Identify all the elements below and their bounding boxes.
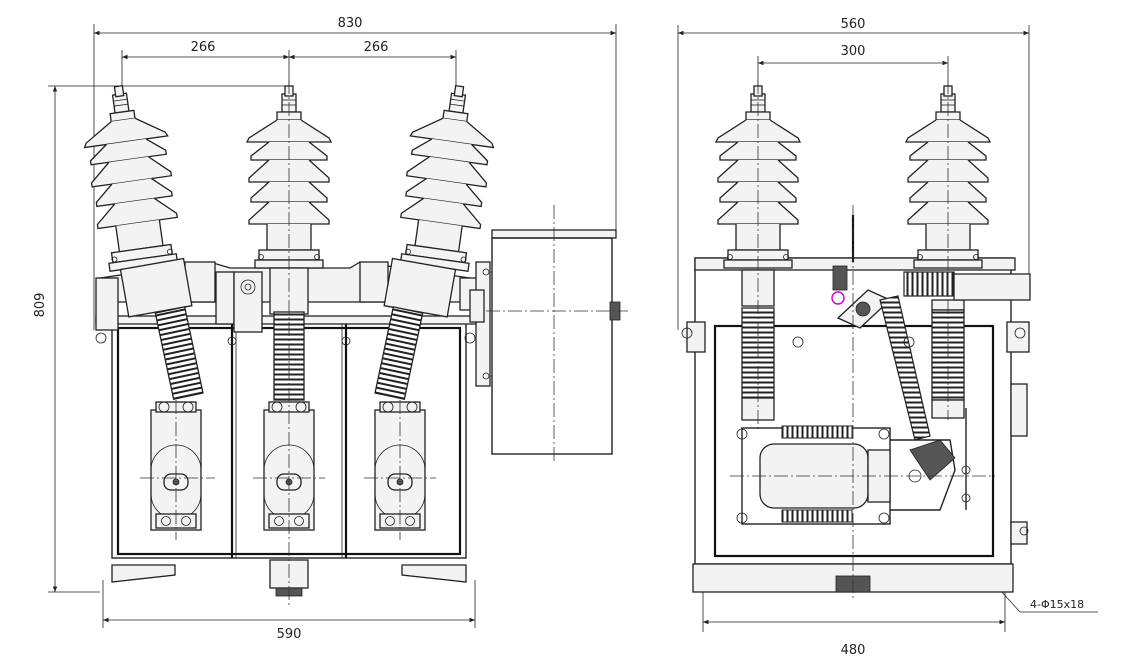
dimension-side-pole-spacing: 300 xyxy=(757,44,949,100)
dimension-pole-spacing: 266 266 xyxy=(121,40,457,100)
front-side-bracket xyxy=(469,205,628,462)
mounting-hole-note: 4-Φ15x18 xyxy=(1030,598,1084,611)
dimension-side-base-width: 480 xyxy=(702,592,1006,658)
dim-590-label: 590 xyxy=(277,627,302,642)
dim-266-left-label: 266 xyxy=(191,40,216,55)
dimension-overall-width: 830 xyxy=(93,16,617,330)
front-pole-right xyxy=(374,79,502,531)
dim-809-label: 809 xyxy=(33,293,48,318)
front-pole-left xyxy=(76,79,204,531)
mounting-hole-callout: 4-Φ15x18 xyxy=(999,589,1098,613)
side-view: 560 300 480 4-Φ15x18 xyxy=(677,17,1098,658)
dim-300-label: 300 xyxy=(841,44,866,59)
dim-830-label: 830 xyxy=(338,16,363,31)
dim-266-right-label: 266 xyxy=(364,40,389,55)
dimension-side-overall-width: 560 xyxy=(677,17,1030,330)
dimension-base-width: 590 xyxy=(102,580,476,642)
highlight-marker xyxy=(831,291,845,305)
front-view: 830 266 266 809 590 xyxy=(33,16,628,642)
side-vacuum-interrupter xyxy=(736,408,971,525)
side-spring-mechanism xyxy=(792,215,1031,441)
dim-480-label: 480 xyxy=(841,643,866,658)
dimension-height: 809 xyxy=(33,85,290,593)
dim-560-label: 560 xyxy=(841,17,866,32)
